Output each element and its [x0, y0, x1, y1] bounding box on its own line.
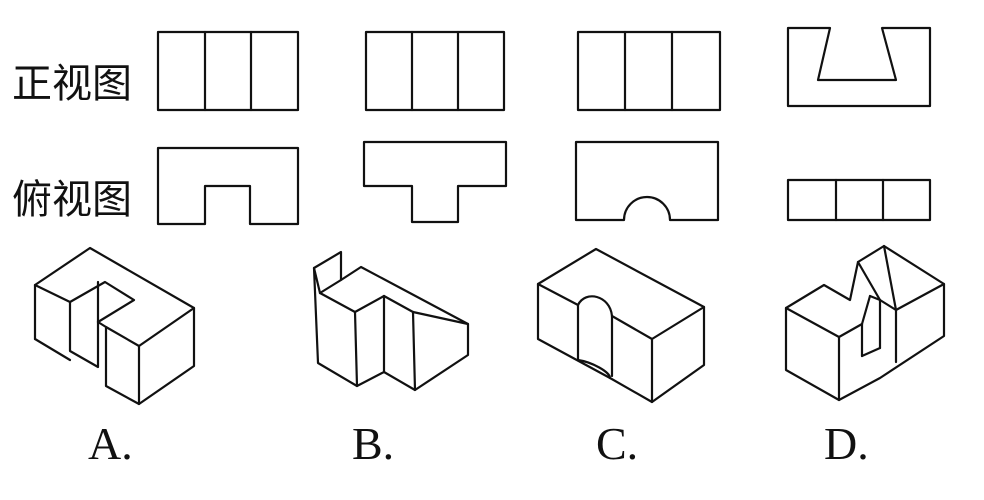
solid-c — [536, 247, 706, 404]
option-b-label[interactable]: B. — [352, 418, 395, 469]
front-view-b — [364, 30, 506, 112]
top-view-a — [156, 146, 300, 226]
top-view-b — [362, 140, 508, 224]
top-view-label: 俯视图 — [12, 177, 132, 223]
top-view-d — [786, 178, 932, 222]
option-d-label[interactable]: D. — [824, 418, 869, 469]
front-view-a — [156, 30, 300, 112]
option-a-label[interactable]: A. — [88, 418, 133, 469]
top-view-c — [574, 140, 720, 222]
solid-d — [784, 244, 946, 402]
solid-a — [33, 246, 196, 406]
option-c-label[interactable]: C. — [596, 418, 639, 469]
solid-b — [312, 250, 470, 392]
front-view-d — [786, 26, 932, 108]
front-view-label: 正视图 — [12, 61, 132, 107]
front-view-c — [576, 30, 722, 112]
